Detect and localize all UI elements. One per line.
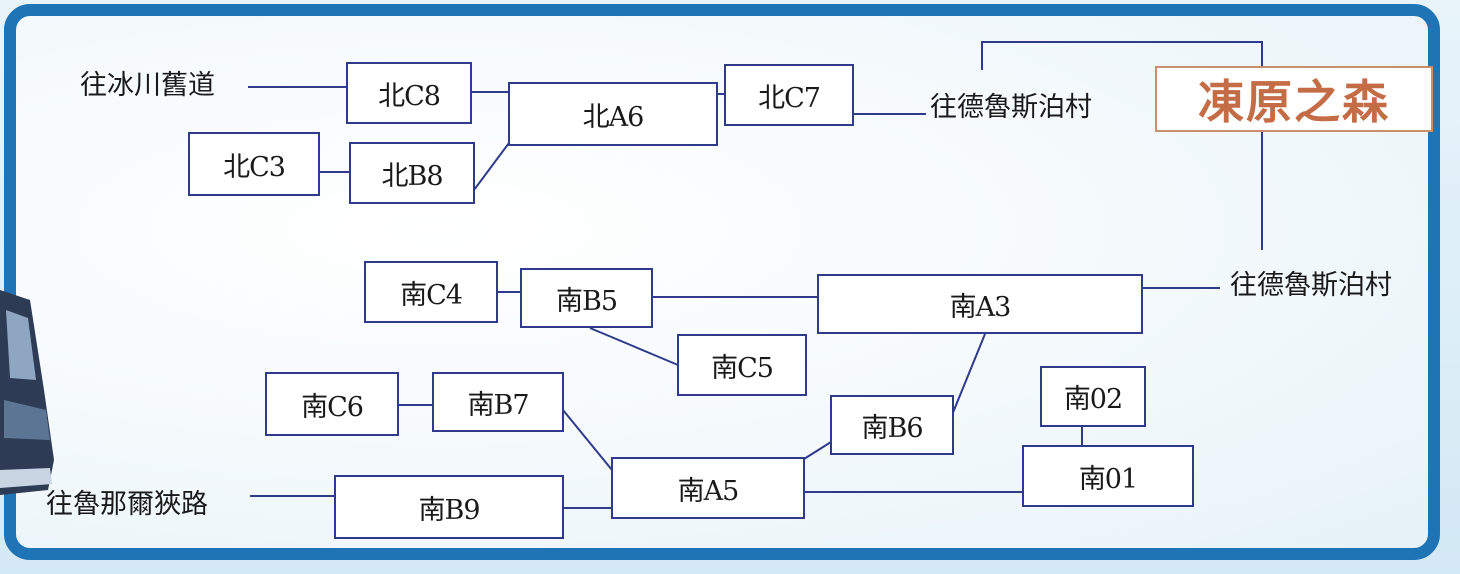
link-b5-c5 xyxy=(589,327,679,366)
node-south-01[interactable]: 南01 xyxy=(1022,445,1194,507)
exit-lunar-narrow-path: 往魯那爾狹路 xyxy=(46,489,208,520)
node-south-a3[interactable]: 南A3 xyxy=(817,274,1143,334)
exit-druspo-village-right: 往德魯斯泊村 xyxy=(1230,270,1392,301)
link-b6-a3 xyxy=(951,333,986,416)
node-south-02[interactable]: 南02 xyxy=(1040,366,1146,427)
exit-druspo-village-top: 往德魯斯泊村 xyxy=(930,92,1092,123)
node-south-a5[interactable]: 南A5 xyxy=(611,457,805,519)
node-south-b5[interactable]: 南B5 xyxy=(520,268,653,328)
node-south-c4[interactable]: 南C4 xyxy=(364,261,498,323)
node-north-a6[interactable]: 北A6 xyxy=(508,82,718,146)
boot-illustration xyxy=(0,290,54,495)
node-south-b7[interactable]: 南B7 xyxy=(432,372,564,432)
link-title-bracket-top xyxy=(981,41,1263,70)
area-title: 凍原之森 xyxy=(1155,66,1433,132)
link-b8-a6 xyxy=(473,142,510,191)
node-south-b6[interactable]: 南B6 xyxy=(830,395,954,455)
exit-glacier-old-road: 往冰川舊道 xyxy=(80,70,215,101)
node-north-c7[interactable]: 北C7 xyxy=(724,64,854,126)
node-south-c6[interactable]: 南C6 xyxy=(265,372,399,436)
link-b7-a5 xyxy=(562,409,613,471)
node-north-c8[interactable]: 北C8 xyxy=(346,62,472,124)
node-north-c3[interactable]: 北C3 xyxy=(188,132,320,196)
node-north-b8[interactable]: 北B8 xyxy=(349,142,475,204)
node-south-b9[interactable]: 南B9 xyxy=(334,475,564,539)
node-south-c5[interactable]: 南C5 xyxy=(677,334,807,396)
link-a5-b6 xyxy=(803,441,832,460)
